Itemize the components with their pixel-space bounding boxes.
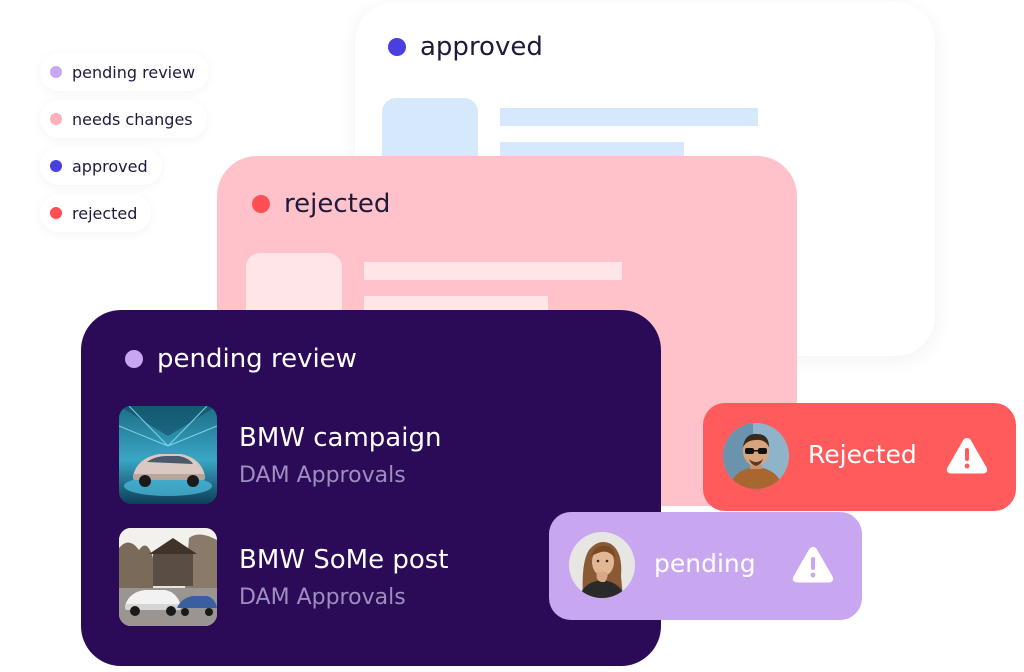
rejected-notification[interactable]: Rejected (703, 403, 1016, 511)
pending-review-card: pending review (81, 310, 661, 666)
approved-card-header: approved (388, 32, 543, 62)
approval-item-subtitle: DAM Approvals (239, 584, 406, 610)
legend-item-needs-changes: needs changes (40, 100, 207, 138)
woman-avatar (569, 532, 635, 598)
text-placeholder-line (500, 108, 758, 126)
text-placeholder-line (500, 142, 684, 160)
approval-item-title: BMW SoMe post (239, 544, 449, 575)
car-driveway-thumbnail (119, 528, 217, 626)
text-placeholder-line (364, 262, 622, 280)
car-showroom-thumbnail (119, 406, 217, 504)
rejected-card-header: rejected (252, 189, 390, 219)
pending-status-dot-icon (125, 350, 143, 368)
pending-status-dot-icon (50, 66, 62, 78)
approval-item-subtitle: DAM Approvals (239, 462, 406, 488)
pending-review-card-header: pending review (125, 344, 357, 374)
legend-label: approved (72, 156, 148, 176)
notification-status-label: Rejected (808, 440, 917, 469)
needs-changes-status-dot-icon (50, 113, 62, 125)
approved-card-title: approved (420, 32, 543, 62)
legend-item-rejected: rejected (40, 194, 152, 232)
pending-notification[interactable]: pending (549, 512, 862, 620)
notification-status-label: pending (654, 549, 756, 578)
legend-label: rejected (72, 203, 138, 223)
legend-label: needs changes (72, 109, 193, 129)
legend-item-approved: approved (40, 147, 162, 185)
approved-status-dot-icon (50, 160, 62, 172)
approval-item-text: BMW campaign DAM Approvals (239, 423, 441, 488)
approval-item-text: BMW SoMe post DAM Approvals (239, 545, 449, 610)
status-legend: pending review needs changes approved re… (40, 52, 230, 242)
warning-icon (792, 547, 834, 583)
man-sunglasses-avatar (723, 423, 789, 489)
approval-item-title: BMW campaign (239, 422, 442, 453)
rejected-status-dot-icon (50, 207, 62, 219)
text-placeholder-line (364, 296, 548, 314)
legend-item-pending-review: pending review (40, 53, 210, 91)
rejected-status-dot-icon (252, 195, 270, 213)
legend-label: pending review (72, 62, 196, 82)
approved-status-dot-icon (388, 38, 406, 56)
warning-icon (946, 438, 988, 474)
approval-item-bmw-campaign[interactable]: BMW campaign DAM Approvals (119, 406, 579, 504)
pending-review-card-title: pending review (157, 344, 357, 374)
approval-item-bmw-some-post[interactable]: BMW SoMe post DAM Approvals (119, 528, 579, 626)
rejected-card-title: rejected (284, 189, 391, 219)
